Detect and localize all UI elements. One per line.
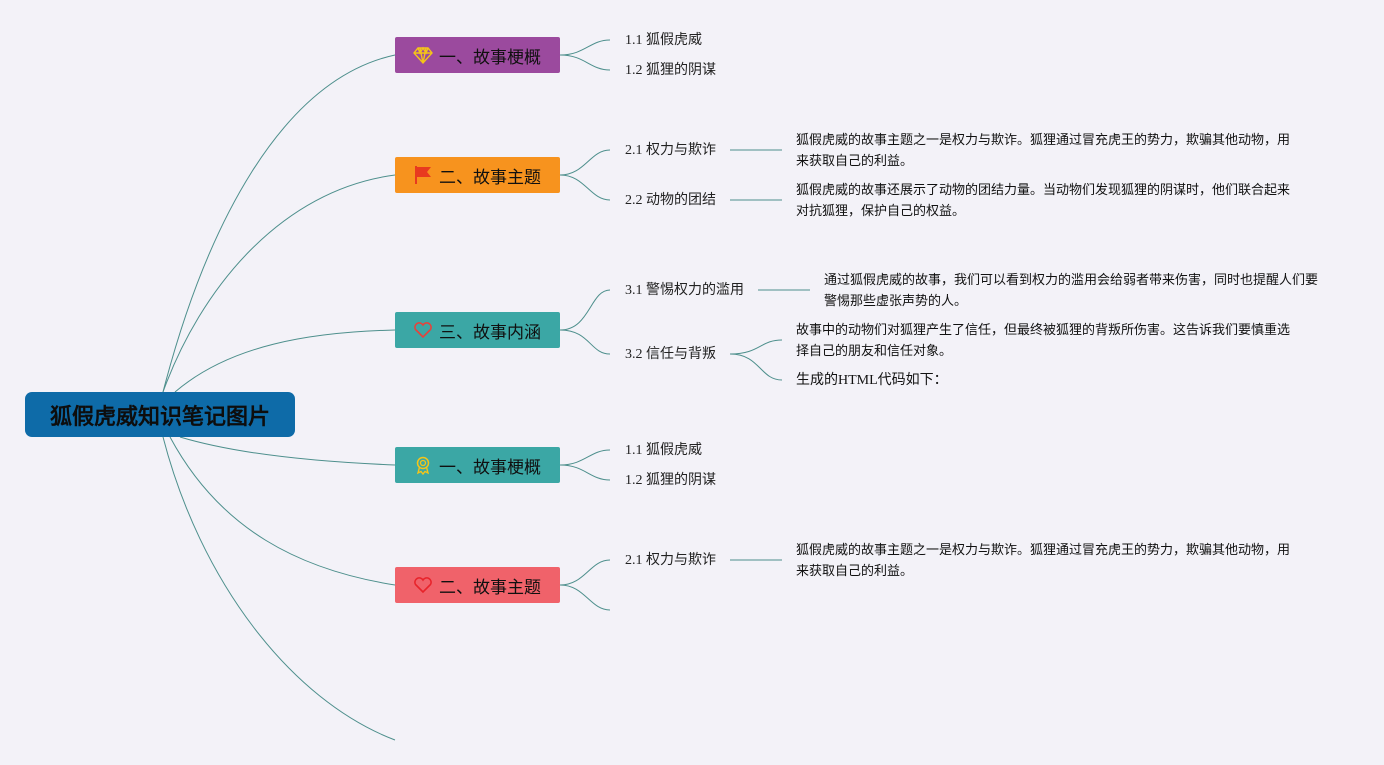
note-3-2-code-caption[interactable]: 生成的HTML代码如下： bbox=[796, 373, 948, 388]
diamond-icon bbox=[413, 45, 433, 65]
root-title: 狐假虎威知识笔记图片 bbox=[49, 404, 270, 430]
topic-2-story-theme[interactable]: 二、故事主题 bbox=[395, 157, 560, 193]
topic-2-title: 二、故事主题 bbox=[439, 167, 541, 188]
subtopic-5-1[interactable]: 2.1 权力与欺诈 bbox=[625, 553, 716, 568]
connector-root-topic-5 bbox=[169, 436, 396, 586]
subtopic-2-2[interactable]: 2.2 动物的团结 bbox=[625, 193, 716, 208]
topic-4-story-summary[interactable]: 一、故事梗概 bbox=[395, 447, 560, 483]
subtopic-3-1[interactable]: 3.1 警惕权力的滥用 bbox=[625, 283, 744, 298]
connector-root-topic-1 bbox=[162, 54, 396, 393]
topic-3-story-meaning[interactable]: 三、故事内涵 bbox=[395, 312, 560, 348]
subtopic-1-2[interactable]: 1.2 狐狸的阴谋 bbox=[625, 63, 716, 78]
award-icon bbox=[413, 455, 433, 475]
topic-5-title: 二、故事主题 bbox=[439, 577, 541, 598]
note-2-1[interactable]: 狐假虎威的故事主题之一是权力与欺诈。狐狸通过冒充虎王的势力，欺骗其他动物，用来获… bbox=[796, 133, 1291, 169]
connector-root-extra bbox=[162, 436, 396, 741]
topic-1-title: 一、故事梗概 bbox=[439, 47, 541, 68]
heart-icon bbox=[413, 320, 433, 340]
topic-4-title: 一、故事梗概 bbox=[439, 457, 541, 478]
topic-5-story-theme[interactable]: 二、故事主题 bbox=[395, 567, 560, 603]
heart-icon bbox=[413, 575, 433, 595]
subtopic-2-1[interactable]: 2.1 权力与欺诈 bbox=[625, 143, 716, 158]
topic-1-story-summary[interactable]: 一、故事梗概 bbox=[395, 37, 560, 73]
connector-root-topic-3 bbox=[174, 329, 396, 393]
connector-root-topic-4 bbox=[179, 436, 396, 466]
note-3-1[interactable]: 通过狐假虎威的故事，我们可以看到权力的滥用会给弱者带来伤害，同时也提醒人们要警惕… bbox=[824, 273, 1319, 309]
note-2-2[interactable]: 狐假虎威的故事还展示了动物的团结力量。当动物们发现狐狸的阴谋时，他们联合起来对抗… bbox=[796, 183, 1291, 219]
connector-root-topic-2 bbox=[162, 174, 396, 393]
topic-3-title: 三、故事内涵 bbox=[439, 322, 541, 343]
flag-icon bbox=[413, 165, 433, 185]
subtopic-1-1[interactable]: 1.1 狐假虎威 bbox=[625, 33, 702, 48]
subtopic-4-1[interactable]: 1.1 狐假虎威 bbox=[625, 443, 702, 458]
note-3-2[interactable]: 故事中的动物们对狐狸产生了信任，但最终被狐狸的背叛所伤害。这告诉我们要慎重选择自… bbox=[796, 323, 1291, 359]
subtopic-4-2[interactable]: 1.2 狐狸的阴谋 bbox=[625, 473, 716, 488]
note-5-1[interactable]: 狐假虎威的故事主题之一是权力与欺诈。狐狸通过冒充虎王的势力，欺骗其他动物，用来获… bbox=[796, 543, 1291, 579]
subtopic-3-2[interactable]: 3.2 信任与背叛 bbox=[625, 347, 716, 362]
root-node[interactable]: 狐假虎威知识笔记图片 bbox=[25, 392, 295, 437]
